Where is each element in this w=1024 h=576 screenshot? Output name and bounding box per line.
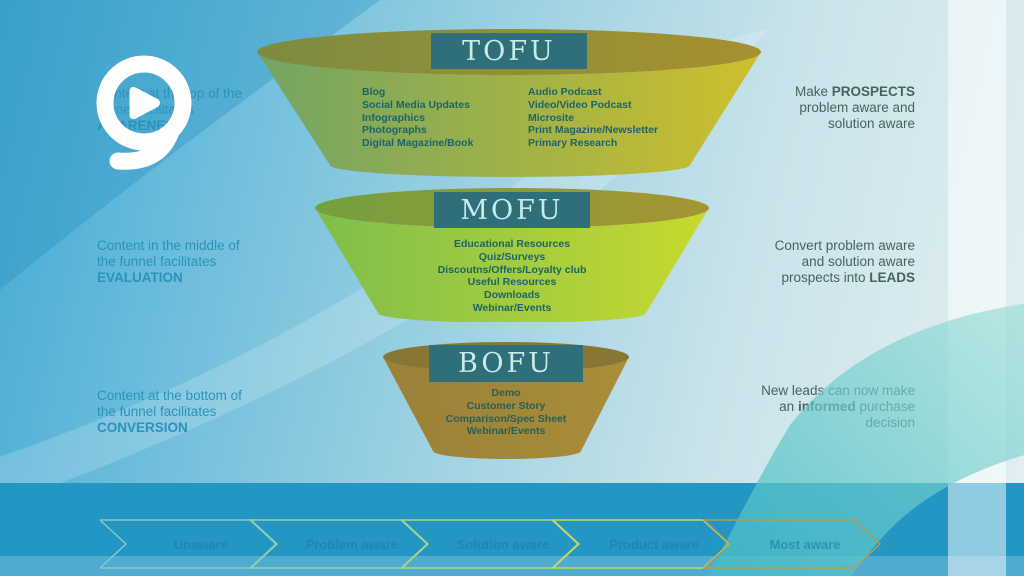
caption-line: the funnel facilitates [97,404,217,419]
tofu-item: Print Magazine/Newsletter [528,124,659,137]
caption-line: EVALUATION [97,270,183,285]
tofu-item: Audio Podcast [528,86,602,98]
stage-label-product-aware: Product aware [609,537,699,552]
swoosh-shape [708,303,1024,576]
logo-tail [109,125,179,170]
caption-line: solution aware [827,116,915,131]
caption-line: Content in the middle of [97,238,240,253]
caption-line: Content at the bottom of [97,388,242,403]
tofu-item: Photographs [362,124,427,137]
caption-line: Make PROSPECTS [794,84,915,99]
tofu-body [257,52,761,177]
mofu-item: Webinar/Events [472,301,552,314]
mofu-item: Educational Resources [453,238,571,250]
tofu-item: Microsite [528,111,575,124]
caption-line: the funnel facilitates [97,254,217,269]
caption-line: prospects into LEADS [781,270,915,285]
tofu-item: Blog [362,86,386,98]
tofu-item: Infographics [362,111,426,124]
mofu-body [315,208,709,322]
stage-chevron-most-aware [702,519,882,569]
mofu-label-text: MOFU [460,194,564,226]
bofu-label: BOFU [429,345,583,382]
bofu-item: Comparison/Spec Sheet [445,412,567,425]
tofu-label: TOFU [431,33,587,69]
bofu-label-text: BOFU [458,348,554,379]
stage-label-most-aware: Most aware [770,537,841,552]
play-icon [129,87,160,119]
caption-line: Convert problem aware [774,238,915,253]
bofu-item: Customer Story [466,399,546,412]
tofu-item: Video/Video Podcast [528,98,632,111]
top-left-wave [0,0,380,290]
tofu-item: Primary Research [528,137,618,150]
logo-ring [96,55,192,151]
tofu-item: Social Media Updates [362,98,470,111]
mofu-label: MOFU [434,192,590,228]
caption-line: and solution aware [801,254,915,269]
mofu-item: Useful Resources [467,276,557,289]
stage-label-unaware: Unaware [174,537,228,552]
awareness-stages: Unaware Problem aware Solution aware Pro… [100,519,882,569]
tofu-item: Digital Magazine/Book [362,137,474,150]
bofu-body [383,357,629,459]
mofu-item: Downloads [483,289,540,302]
mofu-item: Discoutns/Offers/Loyalty club [437,263,587,276]
bofu-item: Webinar/Events [466,425,546,438]
stage-label-solution-aware: Solution aware [457,537,549,552]
mofu-item: Quiz/Surveys [478,250,546,263]
tofu-label-text: TOFU [462,35,556,67]
play-pin-logo [96,55,192,170]
caption-line: CONVERSION [97,420,188,435]
stage-label-problem-aware: Problem aware [306,537,399,552]
bofu-item: Demo [491,387,521,399]
caption-line: problem aware and [799,100,915,115]
